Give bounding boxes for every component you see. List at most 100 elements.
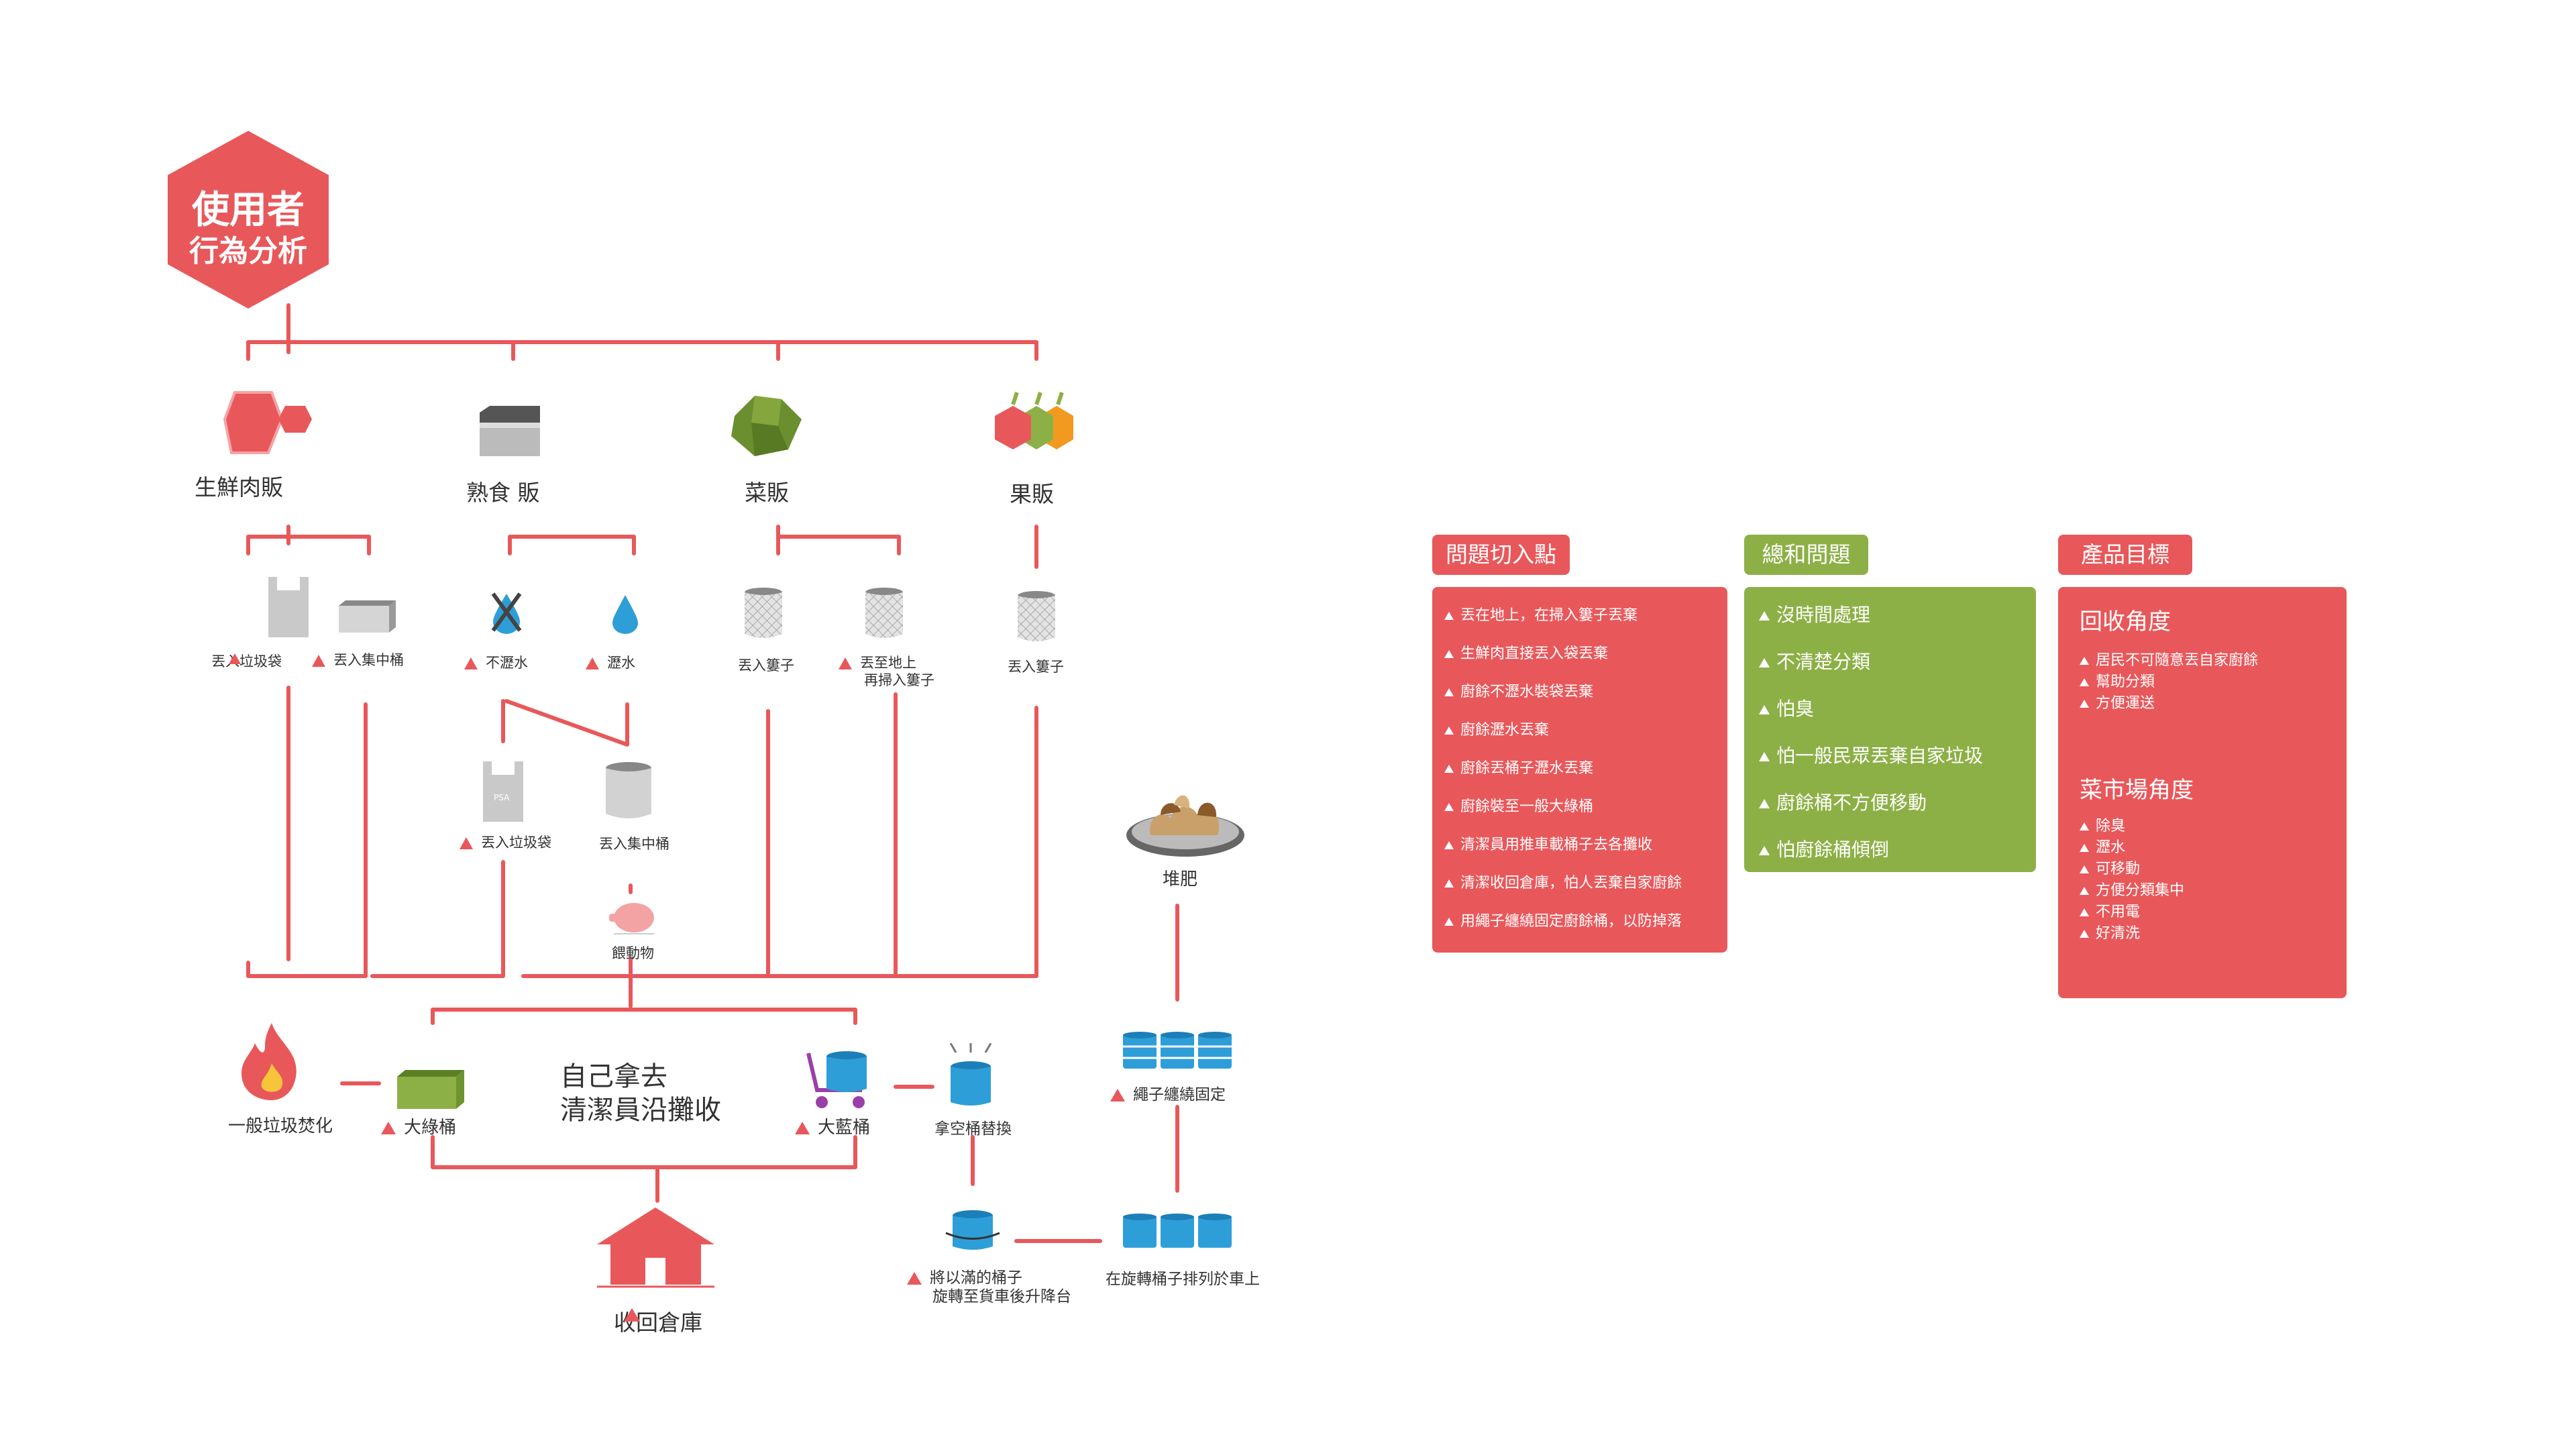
list-item-text: 生鮮肉直接丟入袋丟棄 [1460,645,1609,662]
lift-label-line1: 將以滿的桶子 [907,1265,1022,1287]
list-item-text: 怕一般民眾丟棄自家垃圾 [1776,745,1984,767]
list-item: 幫助分類 [2080,669,2347,691]
arranged-buckets-icon [1123,1214,1232,1248]
hexagon-badge [168,131,329,309]
action-label: 不瀝水 [464,652,528,672]
list-item: 清潔收回倉庫，怕人丟棄自家廚餘 [1444,871,1727,909]
goals-market-list: 除臭瀝水可移動方便分類集中不用電好清洗 [2080,814,2347,943]
panel-problems-title: 問題切入點 [1432,535,1570,575]
bullet-triangle-icon [2080,887,2089,895]
list-item: 用繩子纏繞固定廚餘桶，以防掉落 [1444,909,1727,947]
list-item-text: 幫助分類 [2096,674,2155,690]
list-item-text: 瀝水 [2096,839,2126,856]
problems-list: 丟在地上，在掃入簍子丟棄生鮮肉直接丟入袋丟棄廚餘不瀝水裝袋丟棄廚餘瀝水丟棄廚餘丟… [1444,603,1727,947]
bullet-triangle-icon [1759,799,1770,808]
vendor-deli-label: 熟食 販 [466,480,540,506]
list-item-text: 丟在地上，在掃入簍子丟棄 [1460,607,1638,624]
basket-icon [745,588,782,638]
basket-icon [865,588,903,638]
list-item: 怕一般民眾丟棄自家垃圾 [1759,741,2036,788]
trash-bag-icon [483,761,523,822]
bullet-triangle-icon [1444,650,1454,658]
list-item-text: 怕臭 [1776,698,1815,720]
action-label: 丟入集中桶 [599,836,669,852]
list-item: 不清楚分類 [1759,647,2036,694]
list-item: 可移動 [2080,857,2347,878]
list-item: 廚餘瀝水丟棄 [1444,718,1727,756]
list-item: 廚餘桶不方便移動 [1759,788,2036,835]
bin-box-icon [339,600,396,633]
action-label: 丟入簍子 [1008,659,1064,675]
bullet-triangle-icon [2080,657,2089,665]
panel-summary: 沒時間處理不清楚分類怕臭怕一般民眾丟棄自家垃圾廚餘桶不方便移動怕廚餘桶傾倒 [1744,587,2036,872]
list-item-text: 廚餘桶不方便移動 [1776,792,1927,814]
hexagon-title: 使用者 [192,189,305,232]
list-item-text: 方便分類集中 [2096,882,2185,899]
bullet-triangle-icon [1444,765,1454,773]
green-bin-label: 大綠桶 [381,1114,456,1138]
incinerate-label: 一般垃圾焚化 [228,1116,333,1136]
compost-icon [1126,795,1244,857]
bag-print: PSA [494,793,510,802]
roped-buckets-icon [1123,1032,1232,1069]
basket-icon [1018,591,1055,641]
panel-summary-title: 總和問題 [1744,535,1868,575]
list-item: 丟在地上，在掃入簍子丟棄 [1444,603,1727,641]
compost-label: 堆肥 [1163,869,1198,890]
bullet-triangle-icon [1759,658,1770,667]
list-item-text: 除臭 [2096,818,2126,835]
list-item: 不用電 [2080,900,2347,921]
fire-icon [241,1023,297,1100]
list-item: 除臭 [2080,814,2347,835]
bullet-triangle-icon [2080,865,2089,873]
collection-method-line2: 清潔員沿攤收 [560,1095,721,1126]
panel-problems: 丟在地上，在掃入簍子丟棄生鮮肉直接丟入袋丟棄廚餘不瀝水裝袋丟棄廚餘瀝水丟棄廚餘丟… [1432,587,1727,953]
bullet-triangle-icon [1444,688,1454,696]
bullet-triangle-icon [2080,678,2089,686]
blue-bin-cart-icon [806,1051,867,1108]
list-item-text: 方便運送 [2096,695,2155,712]
list-item-text: 用繩子纏繞固定廚餘桶，以防掉落 [1460,913,1682,930]
action-label: 丟至地上 [839,652,916,672]
hexagon-subtitle: 行為分析 [189,234,307,268]
bullet-triangle-icon [1444,879,1454,888]
list-item: 清潔員用推車載桶子去各攤收 [1444,833,1727,871]
warehouse-icon [597,1208,714,1288]
goals-recycle-list: 居民不可隨意丟自家廚餘幫助分類方便運送 [2080,648,2347,712]
list-item: 怕廚餘桶傾倒 [1759,835,2036,882]
goals-recycle-heading: 回收角度 [2080,608,2171,635]
list-item-text: 不清楚分類 [1776,651,1871,673]
bullet-triangle-icon [2080,930,2089,938]
list-item: 沒時間處理 [1759,600,2036,647]
trash-bag-icon [268,577,309,637]
vendor-veg-label: 菜販 [745,480,789,506]
action-label: 丟入垃圾袋 [211,653,282,669]
meat-icon [223,391,312,454]
list-item-text: 廚餘裝至一般大綠桶 [1460,798,1594,815]
rope-label: 繩子纏繞固定 [1110,1081,1226,1104]
warning-triangle-icon [624,1308,640,1322]
action-label: 丟入簍子 [738,657,794,674]
blue-bin-label: 大藍桶 [795,1114,870,1138]
pig-icon [609,903,654,934]
list-item: 廚餘不瀝水裝袋丟棄 [1444,680,1727,718]
list-item: 方便運送 [2080,691,2347,712]
bullet-triangle-icon [1759,611,1770,621]
vegetable-icon [731,396,802,456]
list-item-text: 廚餘瀝水丟棄 [1460,722,1550,739]
bullet-triangle-icon [2080,844,2089,852]
list-item: 生鮮肉直接丟入袋丟棄 [1444,641,1727,680]
collection-method-line1: 自己拿去 [560,1061,667,1092]
list-item-text: 清潔收回倉庫，怕人丟棄自家廚餘 [1460,875,1682,892]
fruit-icon [995,392,1073,449]
action-label: 丟入垃圾袋 [460,832,551,852]
bullet-triangle-icon [1759,846,1770,855]
list-item: 居民不可隨意丟自家廚餘 [2080,648,2347,669]
empty-bucket-icon [949,1043,992,1106]
list-item-text: 居民不可隨意丟自家廚餘 [2096,652,2259,669]
vendor-fruit-label: 果販 [1010,481,1054,507]
bullet-triangle-icon [2080,908,2089,916]
bullet-triangle-icon [1444,918,1454,926]
vendor-meat-label: 生鮮肉販 [195,474,283,500]
